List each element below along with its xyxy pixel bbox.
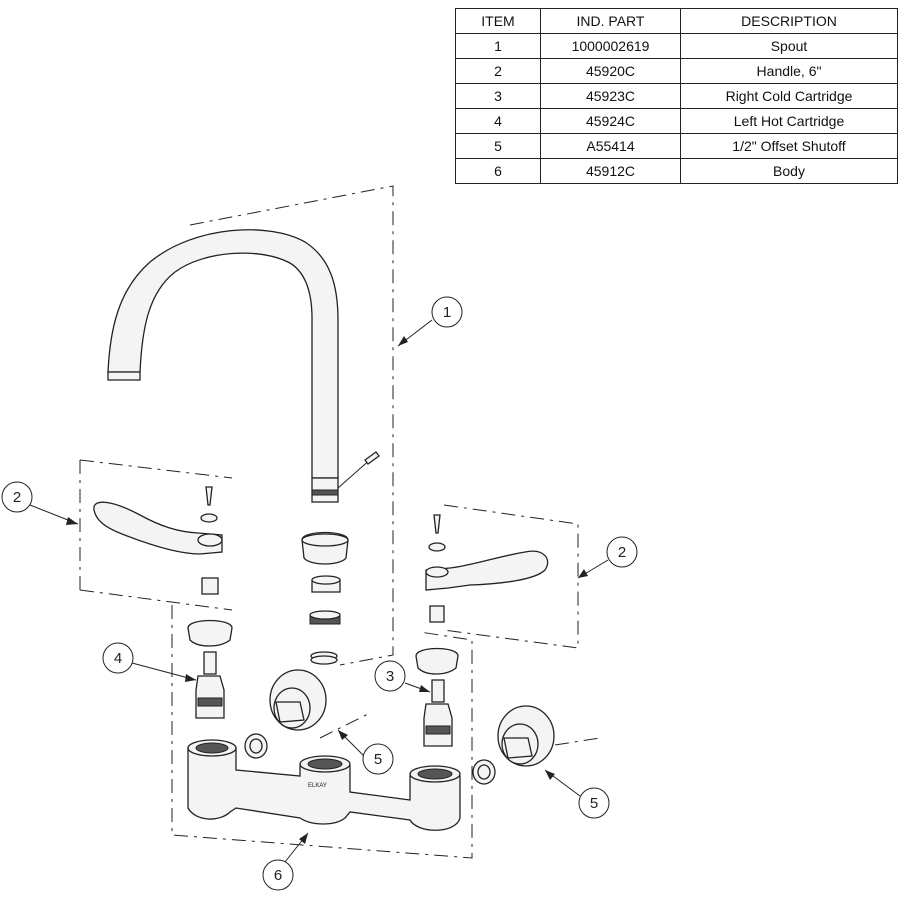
table-header-row: ITEM IND. PART DESCRIPTION xyxy=(455,8,898,34)
cell-part: A55414 xyxy=(540,133,681,159)
spout-nut-stack xyxy=(301,531,349,665)
cell-description: Handle, 6" xyxy=(680,58,898,84)
table-row: 5 A55414 1/2" Offset Shutoff xyxy=(455,133,898,159)
callout-4-label: 4 xyxy=(114,650,122,667)
cell-item: 2 xyxy=(455,58,541,84)
callout-5-mid: 5 xyxy=(337,729,394,775)
callout-6: 6 xyxy=(262,832,309,891)
callout-4: 4 xyxy=(102,642,197,682)
body-marking: ELKAY xyxy=(308,783,327,789)
cell-description: Right Cold Cartridge xyxy=(680,83,898,109)
callout-1-label: 1 xyxy=(443,304,451,321)
callout-5-mid-label: 5 xyxy=(374,751,382,768)
cell-part: 45912C xyxy=(540,158,681,184)
cell-item: 6 xyxy=(455,158,541,184)
table-row: 6 45912C Body xyxy=(455,158,898,184)
callout-3-label: 3 xyxy=(386,668,394,685)
table-row: 4 45924C Left Hot Cartridge xyxy=(455,108,898,134)
right-handle-assembly xyxy=(415,514,549,747)
callout-2-left-label: 2 xyxy=(13,489,21,506)
table-row: 2 45920C Handle, 6" xyxy=(455,58,898,84)
callout-5-right-label: 5 xyxy=(590,795,598,812)
cell-description: Body xyxy=(680,158,898,184)
callout-5-right: 5 xyxy=(544,769,610,819)
callout-3: 3 xyxy=(374,660,431,693)
table-row: 3 45923C Right Cold Cartridge xyxy=(455,83,898,109)
cell-item: 4 xyxy=(455,108,541,134)
cell-item: 5 xyxy=(455,133,541,159)
callout-6-label: 6 xyxy=(274,867,282,884)
callout-2-left: 2 xyxy=(1,481,79,525)
right-offset-shutoff xyxy=(472,705,555,785)
cell-part: 45923C xyxy=(540,83,681,109)
parts-table: ITEM IND. PART DESCRIPTION 1 1000002619 … xyxy=(455,8,898,184)
cell-part: 1000002619 xyxy=(540,33,681,59)
callout-1: 1 xyxy=(397,296,463,347)
cell-description: Left Hot Cartridge xyxy=(680,108,898,134)
cell-part: 45920C xyxy=(540,58,681,84)
left-handle-assembly xyxy=(93,486,233,719)
header-part: IND. PART xyxy=(540,8,681,34)
callout-2-right-label: 2 xyxy=(618,544,626,561)
assembly-outlines xyxy=(79,185,601,859)
header-item: ITEM xyxy=(455,8,541,34)
cell-part: 45924C xyxy=(540,108,681,134)
spout xyxy=(107,229,380,503)
faucet-body: ELKAY xyxy=(187,739,461,831)
left-offset-shutoff xyxy=(244,669,327,759)
cell-item: 1 xyxy=(455,33,541,59)
callout-2-right: 2 xyxy=(577,536,638,579)
table-row: 1 1000002619 Spout xyxy=(455,33,898,59)
